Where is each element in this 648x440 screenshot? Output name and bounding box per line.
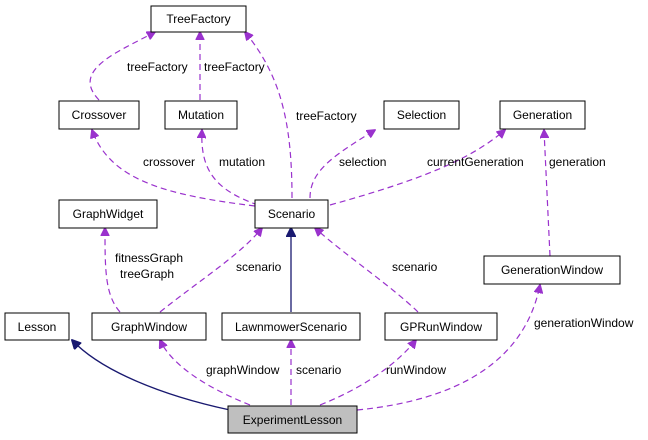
edge-scenario-crossover <box>92 130 256 207</box>
node-label-mutation: Mutation <box>178 108 224 122</box>
node-experiment-lesson[interactable]: ExperimentLesson <box>227 405 358 434</box>
edge-experimentlesson-generationwindow <box>356 285 540 411</box>
node-label-scenario: Scenario <box>268 207 316 221</box>
edge-label-mutation-treefactory: treeFactory <box>204 60 265 74</box>
edge-label-experimentlesson-lawnmower: scenario <box>296 363 342 377</box>
node-label-gp-run-window: GPRunWindow <box>400 320 482 334</box>
edge-experimentlesson-graphwindow <box>160 340 251 406</box>
edge-label-gprunwindow-scenario: scenario <box>392 260 438 274</box>
edge-label-scenario-treefactory: treeFactory <box>296 109 357 123</box>
node-mutation[interactable]: Mutation <box>164 100 238 130</box>
edge-label-crossover-treefactory: treeFactory <box>127 60 188 74</box>
edge-label-experimentlesson-generationwindow: generationWindow <box>534 316 634 330</box>
edge-label-scenario-selection: selection <box>339 155 386 169</box>
node-crossover[interactable]: Crossover <box>58 100 140 130</box>
edge-scenario-mutation <box>202 130 259 206</box>
edge-label-scenario-generation: currentGeneration <box>427 155 524 169</box>
node-selection[interactable]: Selection <box>383 100 460 130</box>
node-generation-window[interactable]: GenerationWindow <box>483 255 621 285</box>
edge-label-graphwindow-graphwidget-2: treeGraph <box>120 267 174 281</box>
node-graph-widget[interactable]: GraphWidget <box>58 199 158 229</box>
edge-label-generationwindow-generation: generation <box>549 155 606 169</box>
edge-graphwindow-scenario <box>159 228 262 313</box>
node-scenario[interactable]: Scenario <box>254 199 329 229</box>
edge-gprunwindow-scenario <box>315 228 419 313</box>
node-lesson[interactable]: Lesson <box>4 312 70 341</box>
edge-scenario-selection <box>309 130 375 199</box>
node-label-graph-widget: GraphWidget <box>73 207 144 221</box>
node-tree-factory[interactable]: TreeFactory <box>150 5 247 33</box>
edge-scenario-generation <box>329 130 505 206</box>
edges <box>72 32 551 411</box>
node-label-lawnmower-scenario: LawnmowerScenario <box>235 320 347 334</box>
edge-label-graphwindow-scenario: scenario <box>236 260 282 274</box>
edge-labels: treeFactory treeFactory treeFactory cros… <box>115 60 634 377</box>
edge-label-graphwindow-graphwidget-1: fitnessGraph <box>115 251 183 265</box>
node-label-selection: Selection <box>397 108 446 122</box>
node-generation[interactable]: Generation <box>499 100 586 130</box>
node-gp-run-window[interactable]: GPRunWindow <box>384 312 498 341</box>
node-label-graph-window: GraphWindow <box>111 320 187 334</box>
edge-crossover-treefactory <box>89 32 155 101</box>
node-label-tree-factory: TreeFactory <box>166 12 230 26</box>
node-graph-window[interactable]: GraphWindow <box>91 312 207 341</box>
node-label-crossover: Crossover <box>72 108 127 122</box>
node-lawnmower-scenario[interactable]: LawnmowerScenario <box>221 312 361 341</box>
node-label-generation: Generation <box>513 108 572 122</box>
edge-graphwindow-graphwidget <box>105 228 121 313</box>
edge-generationwindow-generation <box>544 130 551 257</box>
edge-label-scenario-mutation: mutation <box>219 155 265 169</box>
node-label-lesson: Lesson <box>18 320 57 334</box>
edge-label-scenario-crossover: crossover <box>143 155 195 169</box>
edge-scenario-treefactory <box>245 32 293 199</box>
edge-experimentlesson-inherits-lesson <box>72 340 231 411</box>
edge-label-experimentlesson-graphwindow: graphWindow <box>206 363 280 377</box>
node-label-generation-window: GenerationWindow <box>501 263 603 277</box>
node-label-experiment-lesson: ExperimentLesson <box>243 413 342 427</box>
edge-label-experimentlesson-gprunwindow: runWindow <box>386 363 446 377</box>
